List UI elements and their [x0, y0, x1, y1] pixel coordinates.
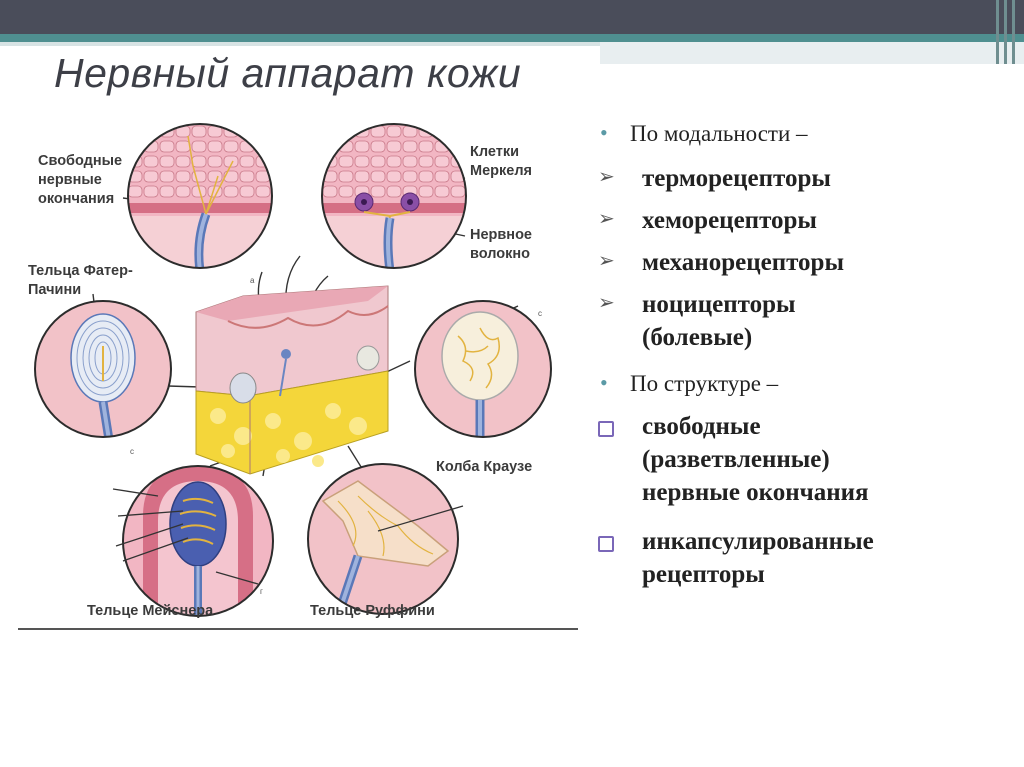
ruffini-corpuscle-illustration — [307, 463, 464, 615]
header-light-stripe — [0, 42, 600, 46]
header-deco-line — [1012, 0, 1015, 64]
label-krause-bulb: Колба Краузе — [436, 459, 533, 475]
meissner-corpuscle-illustration — [112, 465, 274, 617]
bullet-dot-icon: • — [600, 120, 608, 145]
label-free-nerve-endings: Свободные нервные окончания — [38, 153, 123, 207]
modality-item: механорецепторы — [642, 249, 844, 276]
structure-item: инкапсулированные рецепторы — [642, 528, 874, 588]
letter-a: а — [250, 276, 255, 285]
header-teal-stripe — [0, 34, 1024, 42]
header-light-block — [600, 42, 1024, 64]
letter-c: с — [538, 309, 542, 318]
checkbox-bullet-icon — [598, 421, 614, 437]
modality-item: терморецепторы — [642, 165, 831, 192]
structure-heading: По структуре – — [630, 371, 779, 396]
slide-title: Нервный аппарат кожи — [54, 50, 522, 96]
arrow-bullet-icon: ➢ — [598, 250, 615, 272]
free-nerve-endings-illustration — [127, 123, 273, 269]
label-ruffini-corpuscle: Тельце Руффини — [310, 603, 435, 619]
krause-bulb-illustration — [414, 300, 552, 438]
letter-g: г — [260, 587, 263, 596]
arrow-bullet-icon: ➢ — [598, 292, 615, 314]
label-pacinian-corpuscle: Тельца Фатер- Пачини — [28, 263, 133, 298]
figure-baseline — [18, 628, 578, 630]
arrow-bullet-icon: ➢ — [598, 208, 615, 230]
header-dark-bar — [0, 0, 1024, 34]
skin-block-illustration — [195, 285, 389, 475]
header-deco-line — [996, 0, 999, 64]
arrow-bullet-icon: ➢ — [598, 166, 615, 188]
pacinian-corpuscle-illustration — [34, 300, 172, 438]
merkel-cells-illustration — [321, 123, 467, 269]
label-nerve-fiber: Нервное волокно — [470, 227, 532, 262]
modality-item: ноцицепторы (болевые) — [642, 291, 796, 351]
bullet-dot-icon: • — [600, 370, 608, 395]
checkbox-bullet-icon — [598, 536, 614, 552]
structure-item: свободные (разветвленные) нервные оконча… — [642, 413, 869, 506]
modality-item: хеморецепторы — [642, 207, 817, 234]
label-merkel-cells: Клетки Меркеля — [470, 144, 532, 179]
skin-receptors-figure: а с с г — [34, 123, 552, 617]
header-deco-line — [1004, 0, 1007, 64]
letter-c: с — [130, 447, 134, 456]
modality-heading: По модальности – — [630, 121, 808, 146]
label-meissner-corpuscle: Тельце Мейснера — [87, 603, 214, 619]
